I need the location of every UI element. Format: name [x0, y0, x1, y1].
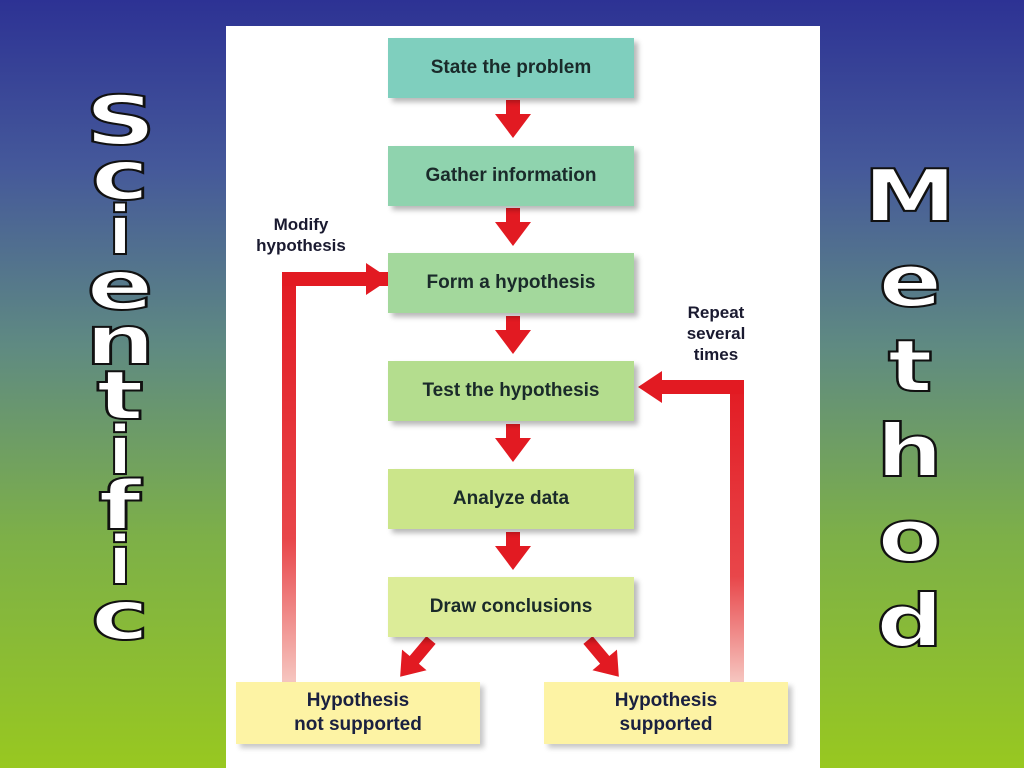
- result-line: Hypothesis: [614, 690, 718, 711]
- title-letter: n: [83, 302, 156, 381]
- title-letter: f: [97, 467, 143, 546]
- note-repeat-several-times: Repeat several times: [666, 302, 766, 365]
- title-method: M e t h o d: [845, 154, 975, 670]
- result-line: Hypothesis: [306, 690, 410, 711]
- title-letter: o: [877, 494, 944, 578]
- flowchart-panel: State the problem Gather information For…: [226, 26, 820, 768]
- title-letter: c: [89, 137, 150, 216]
- flow-arrows: [282, 100, 744, 682]
- down-arrow: [495, 424, 531, 462]
- title-letter: S: [83, 82, 157, 161]
- down-arrow: [495, 100, 531, 138]
- result-not-supported: Hypothesis not supported: [236, 682, 480, 744]
- title-letter: h: [875, 409, 944, 493]
- step-draw-conclusions: Draw conclusions: [388, 577, 634, 637]
- title-letter: t: [95, 357, 145, 436]
- title-letter: e: [877, 239, 943, 323]
- title-scientific: S c i e n t i f i c: [60, 82, 180, 656]
- title-letter: d: [875, 579, 945, 663]
- note-line: times: [693, 345, 739, 364]
- step-form-hypothesis: Form a hypothesis: [388, 253, 634, 313]
- result-line: supported: [619, 714, 713, 735]
- step-gather-information: Gather information: [388, 146, 634, 206]
- down-arrow: [495, 532, 531, 570]
- diagonal-arrow-right: [583, 636, 619, 677]
- title-letter: t: [886, 324, 933, 408]
- title-letter: e: [85, 247, 155, 326]
- note-line: Repeat: [687, 303, 745, 322]
- note-line: hypothesis: [256, 236, 346, 255]
- modify-loop-arrow: [282, 263, 392, 682]
- step-state-problem: State the problem: [388, 38, 634, 98]
- diagonal-arrow-left: [400, 636, 436, 677]
- note-line: Modify: [273, 215, 329, 234]
- repeat-loop-arrow: [638, 371, 744, 682]
- result-line: not supported: [294, 714, 422, 735]
- step-analyze-data: Analyze data: [388, 469, 634, 529]
- note-modify-hypothesis: Modify hypothesis: [246, 214, 356, 256]
- title-letter: c: [89, 577, 150, 656]
- step-test-hypothesis: Test the hypothesis: [388, 361, 634, 421]
- note-line: several: [686, 324, 746, 343]
- down-arrow: [495, 208, 531, 246]
- title-letter: M: [862, 154, 958, 238]
- result-supported: Hypothesis supported: [544, 682, 788, 744]
- down-arrow: [495, 316, 531, 354]
